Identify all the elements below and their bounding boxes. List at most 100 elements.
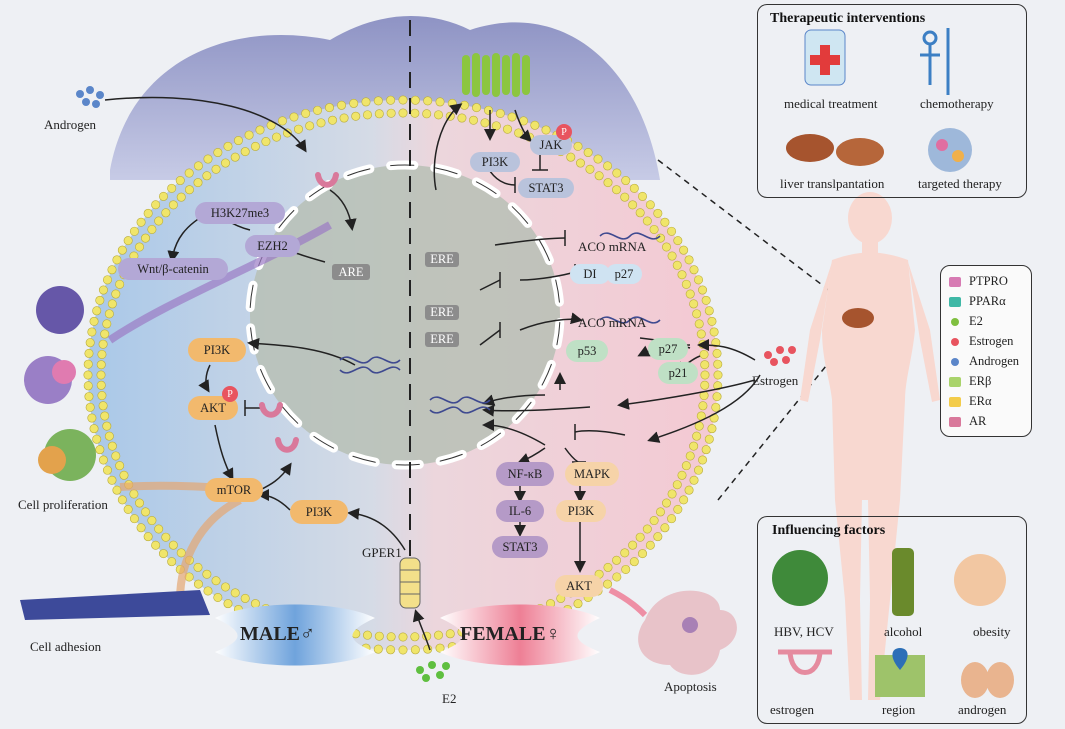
lipid-dot — [102, 275, 112, 285]
lipid-dot — [136, 217, 146, 227]
p21-node: p21 — [658, 362, 698, 384]
lipid-dot — [603, 178, 613, 188]
dna-icon — [339, 366, 401, 374]
lipid-dot — [135, 242, 145, 252]
lipid-dot — [484, 105, 494, 115]
lipid-dot — [261, 137, 271, 147]
lipid-dot — [694, 275, 704, 285]
lipid-dot — [175, 176, 185, 186]
lipid-dot — [96, 360, 106, 370]
erb-swatch — [949, 376, 961, 387]
lipid-dot — [711, 402, 721, 412]
lipid-dot — [642, 216, 652, 226]
e2-label: E2 — [442, 691, 457, 706]
nuclear-envelope-segment — [555, 279, 560, 303]
lipid-dot — [712, 348, 722, 358]
lipid-dot — [692, 431, 702, 441]
legend-item: Estrogen — [949, 334, 1013, 349]
lipid-dot — [167, 183, 177, 193]
nuclear-envelope-segment — [347, 168, 371, 177]
lipid-dot — [230, 152, 240, 162]
androgen-swatch — [951, 357, 959, 366]
lipid-dot — [422, 109, 432, 119]
lipid-dot — [96, 380, 106, 390]
lipid-dot — [123, 236, 133, 246]
lipid-dot — [642, 524, 652, 534]
lipid-dot — [107, 441, 117, 451]
lipid-dot — [92, 434, 102, 444]
factor-item: region — [882, 702, 916, 717]
lipid-dot — [112, 485, 122, 495]
pointer-line-1 — [657, 159, 856, 311]
p53-node: p53 — [566, 340, 608, 362]
lipid-dot — [398, 645, 408, 655]
lipid-dot — [689, 441, 699, 451]
are-element: ARE — [332, 264, 370, 280]
dna-icon — [429, 406, 491, 414]
lipid-dot — [374, 631, 384, 641]
wnt-node: Wnt/β-catenin — [118, 258, 228, 280]
lipid-dot — [202, 171, 212, 181]
lipid-dot — [184, 168, 194, 178]
lipid-dot — [593, 154, 603, 164]
lipid-dot — [503, 124, 513, 134]
lipid-dot — [585, 164, 595, 174]
lipid-dot — [679, 495, 689, 505]
lipid-dot — [339, 113, 349, 123]
dna-icon — [429, 396, 491, 404]
lipid-dot — [240, 593, 250, 603]
factor-item: alcohol — [884, 624, 923, 639]
lipid-dot — [102, 421, 112, 431]
legend-panel: PTPRO PPARα E2 Estrogen Androgen ERβ ERα… — [940, 265, 1032, 437]
lipid-dot — [398, 108, 408, 118]
lipid-dot — [136, 523, 146, 533]
lipid-dot — [649, 224, 659, 234]
nuclear-envelope-segment — [556, 321, 561, 346]
lipid-dot — [700, 370, 710, 380]
lipid-dot — [645, 200, 655, 210]
lipid-dot — [111, 289, 121, 299]
dna-icon — [599, 232, 661, 240]
lipid-dot — [603, 579, 613, 589]
lipid-dot — [211, 576, 221, 586]
lipid-dot — [507, 112, 517, 122]
lipid-dot — [151, 540, 161, 550]
lipid-dot — [628, 200, 638, 210]
lipid-dot — [272, 132, 282, 142]
lipid-dot — [104, 431, 114, 441]
lipid-dot — [96, 370, 106, 380]
lipid-dot — [694, 319, 704, 329]
lipid-dot — [653, 208, 663, 218]
lipid-dot — [612, 555, 622, 565]
red-cross-icon — [810, 45, 840, 75]
targeted-therapy-icon — [928, 128, 972, 172]
lipid-dot — [255, 125, 265, 135]
lipid-dot — [698, 455, 708, 465]
lipid-dot — [672, 260, 682, 270]
lipid-dot — [573, 141, 583, 151]
lipid-dot — [410, 95, 420, 105]
lipid-dot — [98, 401, 108, 411]
lipid-dot — [141, 507, 151, 517]
nuclear-envelope-segment — [480, 432, 502, 447]
h3k27me3-node: H3K27me3 — [195, 202, 285, 224]
cell-adhesion-label: Cell adhesion — [30, 639, 102, 654]
lipid-dot — [685, 289, 695, 299]
lipid-dot — [168, 540, 178, 550]
lipid-dot — [143, 532, 153, 542]
lipid-dot — [694, 465, 704, 475]
lipid-dot — [98, 339, 108, 349]
lipid-dot — [220, 158, 230, 168]
nuclear-envelope-segment — [352, 455, 376, 463]
lipid-dot — [576, 158, 586, 168]
lipid-dot — [655, 507, 665, 517]
lipid-dot — [661, 242, 671, 252]
lipid-dot — [117, 495, 127, 505]
therapeutic-panel: Therapeutic interventions medical treatm… — [757, 4, 1027, 198]
lipid-dot — [712, 392, 722, 402]
lipid-dot — [141, 233, 151, 243]
lipid-dot — [123, 504, 133, 514]
lipid-dot — [374, 109, 384, 119]
lipid-dot — [117, 245, 127, 255]
